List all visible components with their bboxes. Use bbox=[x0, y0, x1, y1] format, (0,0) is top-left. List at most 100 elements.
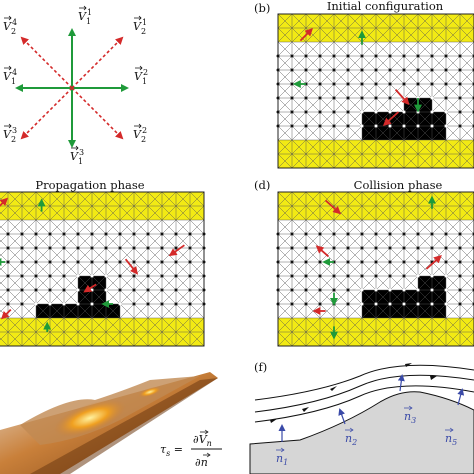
lattice-node bbox=[444, 302, 448, 306]
lattice-node bbox=[118, 288, 122, 292]
lattice-node bbox=[62, 302, 66, 306]
lattice-node bbox=[20, 246, 24, 250]
lattice-node bbox=[202, 274, 206, 278]
lattice-node bbox=[388, 274, 392, 278]
lattice-node bbox=[188, 232, 192, 236]
panel-b-label: (b) bbox=[254, 1, 270, 15]
lattice-frame bbox=[0, 191, 205, 347]
lattice-node bbox=[416, 246, 420, 250]
lattice-node bbox=[304, 54, 308, 58]
lattice-node bbox=[416, 274, 420, 278]
lattice-node bbox=[444, 82, 448, 86]
lattice-node bbox=[6, 302, 10, 306]
lattice-node bbox=[90, 260, 94, 264]
lattice-node bbox=[388, 232, 392, 236]
lattice-node bbox=[174, 232, 178, 236]
lattice-node bbox=[374, 274, 378, 278]
particle-diagonal-arrow bbox=[315, 245, 329, 258]
lattice-node bbox=[304, 96, 308, 100]
lattice-node bbox=[276, 246, 280, 250]
lattice-node bbox=[416, 288, 420, 292]
lattice-node bbox=[6, 274, 10, 278]
lattice-node bbox=[20, 232, 24, 236]
lattice-node bbox=[20, 288, 24, 292]
lattice-node bbox=[290, 82, 294, 86]
lattice-node bbox=[360, 274, 364, 278]
lattice-node bbox=[6, 288, 10, 292]
lattice-node bbox=[416, 232, 420, 236]
panel-a-velocity-set: V24 V11 V21 V14 V12 V23 V13 V22 bbox=[3, 5, 148, 166]
dune-shadow bbox=[30, 378, 218, 474]
particle-diagonal-arrow bbox=[0, 197, 9, 207]
lattice-node bbox=[90, 288, 94, 292]
lattice-node bbox=[48, 274, 52, 278]
lattice-node bbox=[458, 232, 462, 236]
lattice-node bbox=[6, 260, 10, 264]
lattice-node bbox=[318, 110, 322, 114]
lattice-node bbox=[34, 246, 38, 250]
lattice-node bbox=[444, 54, 448, 58]
streamline-2 bbox=[254, 364, 474, 401]
lattice-node bbox=[416, 54, 420, 58]
lattice-node bbox=[360, 82, 364, 86]
streamline-3 bbox=[254, 385, 474, 423]
lattice-node bbox=[276, 124, 280, 128]
lattice-node bbox=[360, 246, 364, 250]
lattice-node bbox=[62, 232, 66, 236]
lattice-node bbox=[76, 302, 80, 306]
lattice-node bbox=[20, 302, 24, 306]
lattice-node bbox=[146, 232, 150, 236]
particle-diagonal-arrow bbox=[83, 283, 97, 293]
lattice-node bbox=[332, 54, 336, 58]
shear-equation-denominator: ∂n bbox=[195, 456, 208, 469]
lattice-frame bbox=[277, 191, 474, 347]
lattice-node bbox=[132, 274, 136, 278]
lattice-node bbox=[276, 54, 280, 58]
lattice-node bbox=[402, 260, 406, 264]
lattice-node bbox=[76, 246, 80, 250]
lattice-node bbox=[374, 232, 378, 236]
lattice-node bbox=[416, 302, 420, 306]
lattice-node bbox=[202, 288, 206, 292]
lattice-node bbox=[360, 232, 364, 236]
lattice-node bbox=[174, 288, 178, 292]
lattice-node bbox=[458, 246, 462, 250]
lattice-node bbox=[416, 68, 420, 72]
lattice-node bbox=[132, 260, 136, 264]
vector-v2-4 bbox=[20, 36, 73, 89]
lattice-node bbox=[332, 96, 336, 100]
lattice-node bbox=[388, 288, 392, 292]
lattice-node bbox=[458, 124, 462, 128]
lattice-node bbox=[402, 274, 406, 278]
lattice-node bbox=[360, 54, 364, 58]
lattice-node bbox=[276, 274, 280, 278]
lattice-node bbox=[304, 124, 308, 128]
vector-v2-2 bbox=[71, 87, 124, 140]
lattice-node bbox=[388, 302, 392, 306]
lattice-node bbox=[346, 68, 350, 72]
lattice-node bbox=[6, 246, 10, 250]
lattice-node bbox=[374, 110, 378, 114]
particle-diagonal-arrow bbox=[425, 255, 442, 270]
lattice-node bbox=[332, 246, 336, 250]
lattice-node bbox=[388, 110, 392, 114]
lattice-node bbox=[346, 274, 350, 278]
lattice-node bbox=[146, 246, 150, 250]
lattice-node bbox=[374, 246, 378, 250]
lattice-node bbox=[416, 124, 420, 128]
lattice-node bbox=[318, 96, 322, 100]
lattice-node bbox=[174, 302, 178, 306]
lattice-node bbox=[160, 288, 164, 292]
lattice-node bbox=[76, 288, 80, 292]
lattice-node bbox=[444, 68, 448, 72]
lattice-node bbox=[304, 274, 308, 278]
lattice-node bbox=[332, 110, 336, 114]
panel-f-flow-schematic: (f) n1 n2 n3 n5 bbox=[249, 360, 474, 474]
lattice-node bbox=[318, 232, 322, 236]
panel-e-dune-render: τs = ∂Vn ∂n bbox=[0, 372, 222, 474]
lattice-node bbox=[416, 110, 420, 114]
lattice-node bbox=[402, 54, 406, 58]
lattice-node bbox=[276, 110, 280, 114]
lattice-node bbox=[444, 96, 448, 100]
lattice-node bbox=[188, 274, 192, 278]
